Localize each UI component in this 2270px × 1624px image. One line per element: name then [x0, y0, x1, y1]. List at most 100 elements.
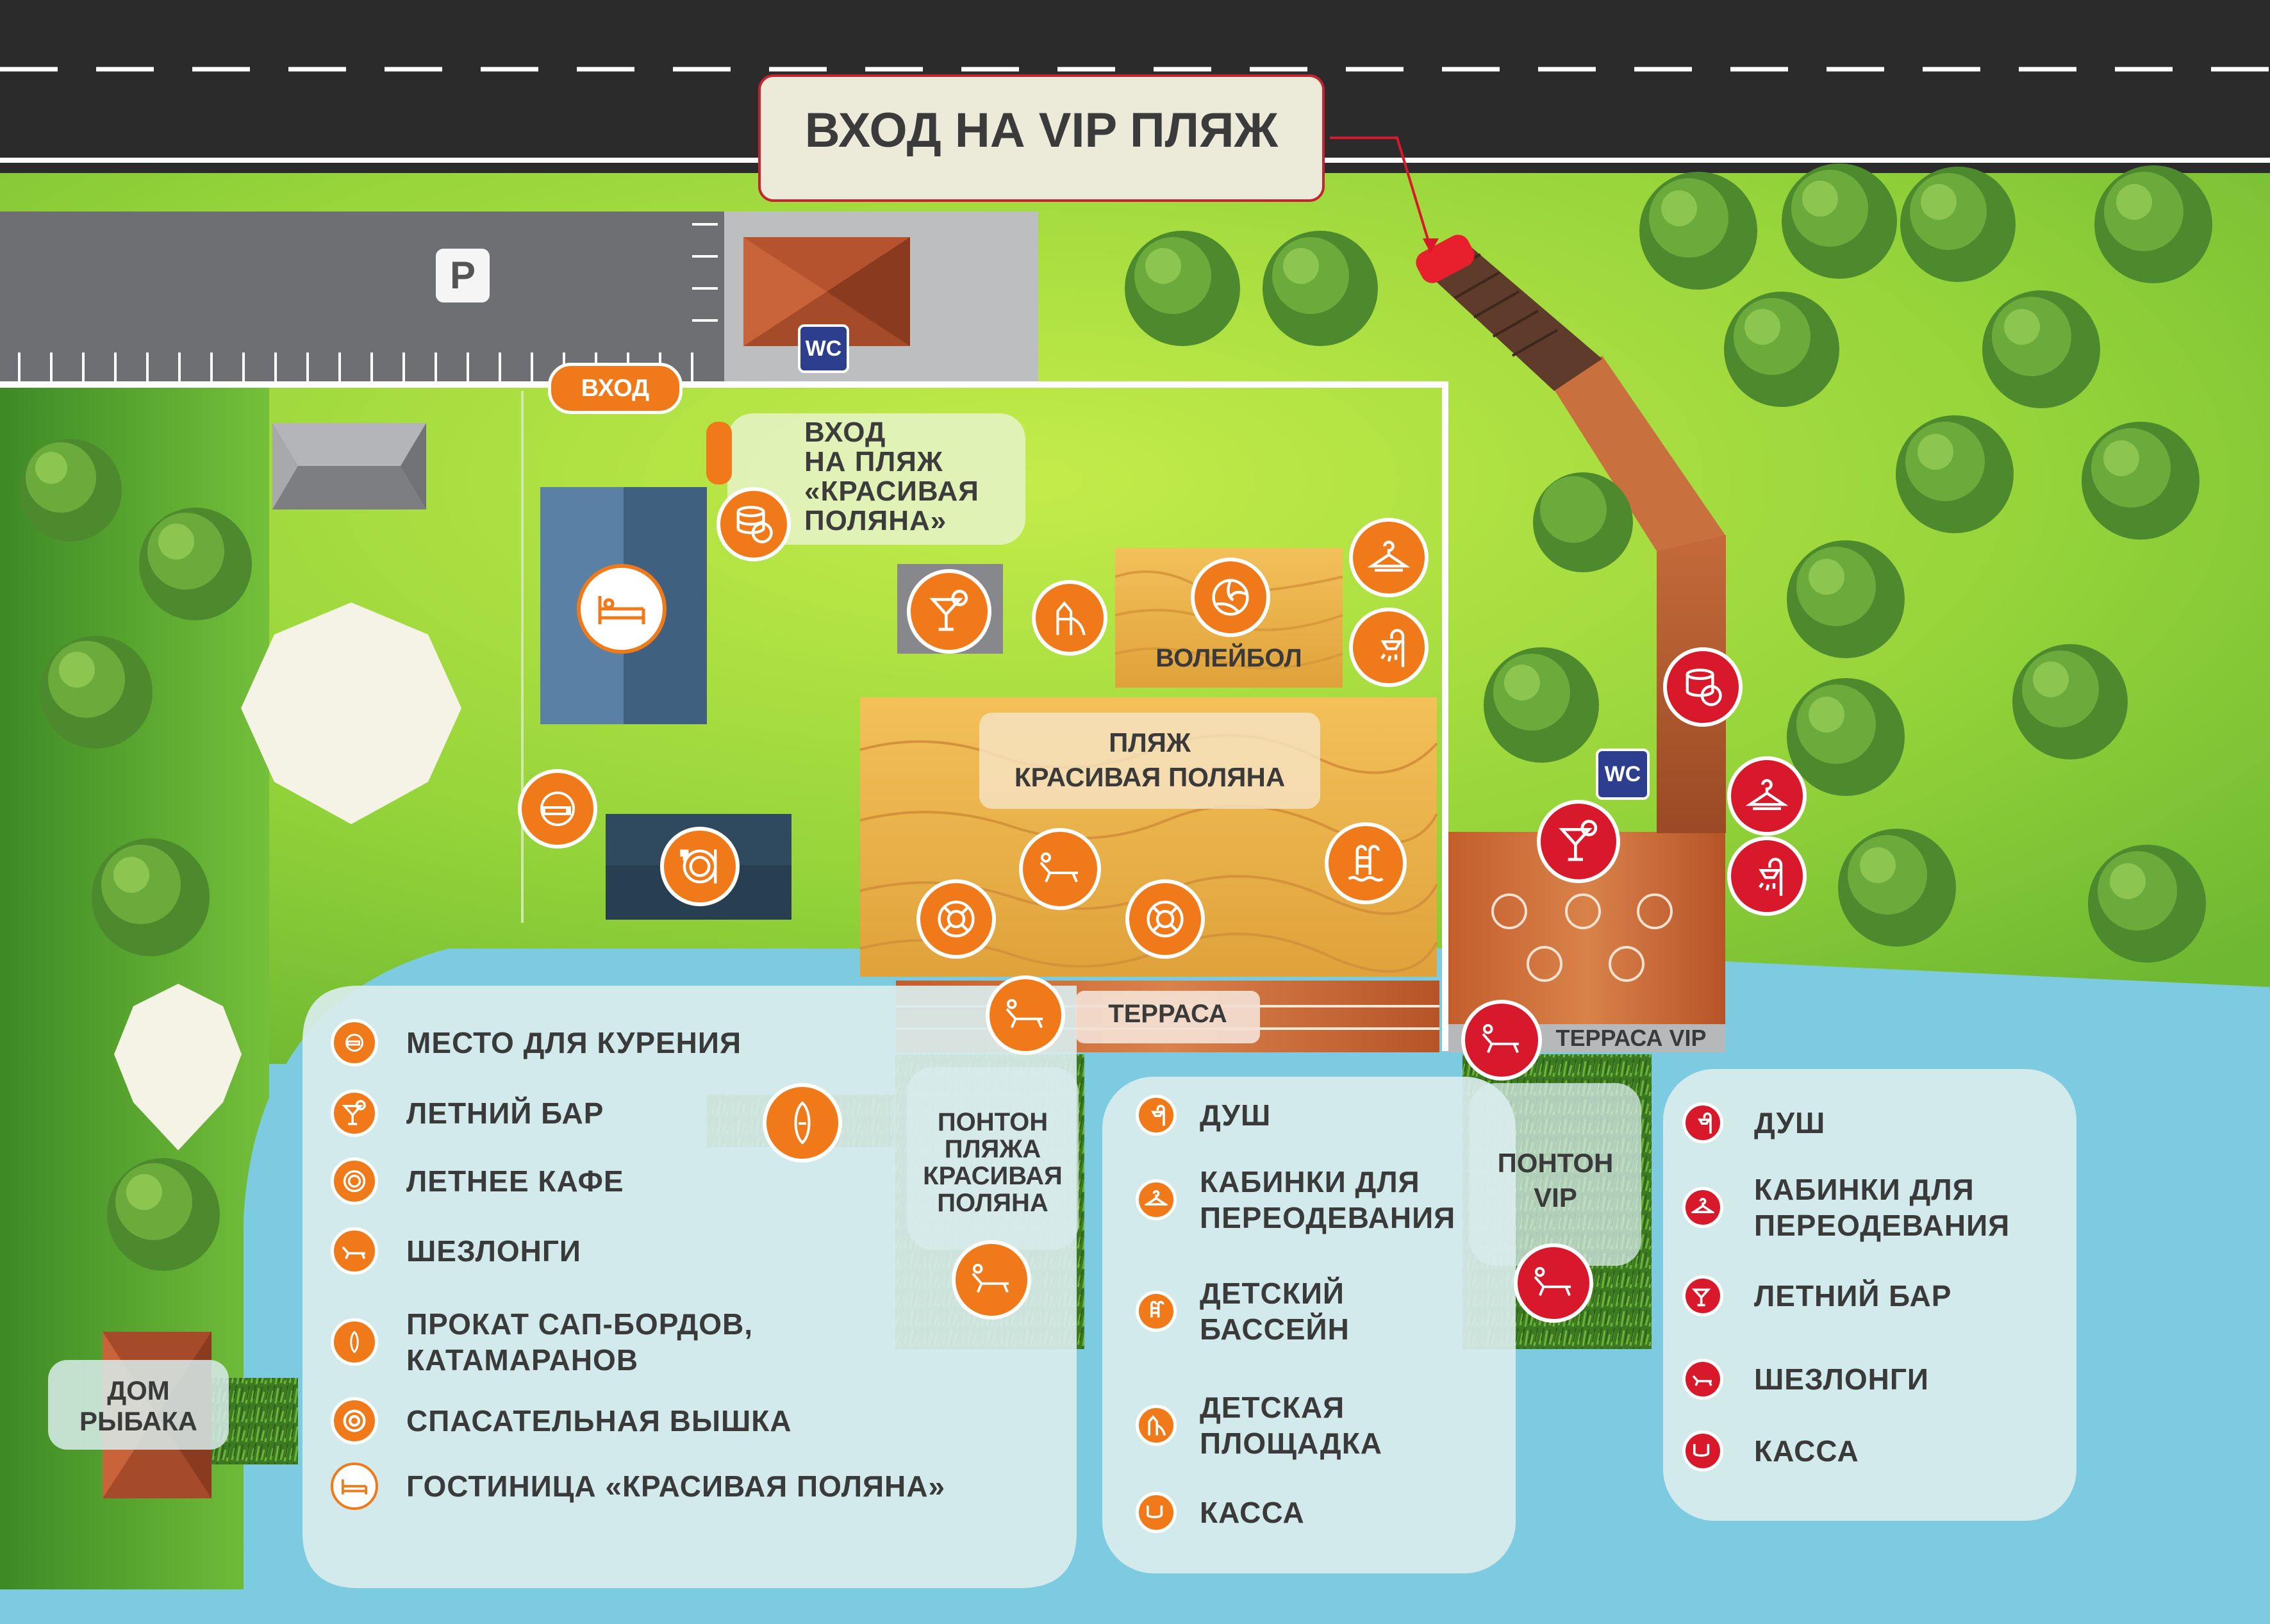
smoking-marker[interactable]: [518, 769, 597, 849]
legend-vip-bar: ЛЕТНИЙ БАР: [1682, 1275, 1951, 1316]
legend-beach-shower: ДУШ: [1136, 1095, 1271, 1136]
lifebuoy-marker-1[interactable]: [916, 879, 996, 959]
vip-coins-marker[interactable]: [1663, 647, 1743, 727]
trees: [19, 163, 2212, 1271]
parking-label: P: [449, 254, 476, 297]
bar-marker[interactable]: [907, 569, 991, 654]
hanger-icon: [1746, 779, 1788, 810]
vip-shower-marker[interactable]: [1727, 836, 1807, 916]
sunbed-icon: [1682, 1359, 1723, 1400]
shower-icon: [1136, 1095, 1177, 1136]
cocktail-icon: [331, 1090, 378, 1137]
vip-sunbed-marker-terrace[interactable]: [1461, 1000, 1542, 1081]
legend-item-bar: ЛЕТНИЙ БАР: [331, 1090, 604, 1137]
legend-vip-shower: ДУШ: [1682, 1102, 1825, 1143]
sunbed-icon: [1482, 1023, 1520, 1054]
legend-label: ЛЕТНЕЕ КАФЕ: [406, 1164, 624, 1198]
sunbed-marker-beach[interactable]: [1019, 828, 1101, 910]
terrace-vip-label: ТЕРРАСА VIP: [1555, 1025, 1707, 1051]
main-entrance-label[interactable]: ВХОД: [548, 363, 683, 414]
smoking-icon: [540, 791, 575, 826]
legend-label: ШЕЗЛОНГИ: [406, 1234, 581, 1268]
volleyball-marker[interactable]: [1191, 558, 1270, 637]
legend-label: ПРОКАТ САП-БОРДОВ,КАТАМАРАНОВ: [406, 1307, 754, 1377]
cocktail-icon: [929, 590, 968, 631]
playground-icon: [1056, 601, 1086, 636]
sunbed-marker-pontoon[interactable]: [952, 1240, 1031, 1320]
coins-icon: [1136, 1492, 1177, 1533]
legend-beach-cashier: КАССА: [1136, 1492, 1305, 1533]
legend-label: СПАСАТЕЛЬНАЯ ВЫШКА: [406, 1404, 792, 1438]
lifebuoy-marker-2[interactable]: [1125, 879, 1205, 959]
sup-board-icon: [794, 1101, 811, 1145]
shower-icon: [1682, 1102, 1723, 1143]
sunbed-icon: [972, 1263, 1009, 1293]
shower-icon: [1380, 629, 1405, 667]
hanger-icon: [1136, 1179, 1177, 1220]
coins-icon: [1686, 668, 1722, 706]
wc-sign-vip: WC: [1596, 749, 1650, 800]
legend-item-sup-rental: ПРОКАТ САП-БОРДОВ,КАТАМАРАНОВ: [331, 1306, 753, 1378]
changing-cabin-marker[interactable]: [1349, 518, 1429, 597]
coins-icon: [736, 506, 773, 543]
smoking-icon: [331, 1019, 378, 1066]
legend-label: ШЕЗЛОНГИ: [1754, 1363, 1929, 1396]
terrace-label: ТЕРРАСА: [1108, 1000, 1227, 1028]
legend-label: ЛЕТНИЙ БАР: [406, 1097, 604, 1130]
vip-bar-marker[interactable]: [1537, 800, 1620, 883]
coins-marker[interactable]: [717, 487, 791, 561]
shower-icon: [1759, 858, 1783, 896]
wc-sign-parking: WC: [798, 324, 849, 373]
sup-board-marker[interactable]: [763, 1083, 842, 1163]
sunbed-icon: [331, 1227, 378, 1275]
hanger-icon: [1368, 540, 1410, 572]
volleyball-label: ВОЛЕЙБОЛ: [1156, 644, 1302, 672]
pool-icon: [1136, 1291, 1177, 1332]
legend-vip-sunbeds: ШЕЗЛОНГИ: [1682, 1359, 1929, 1400]
pool-marker[interactable]: [1325, 822, 1407, 904]
bed-icon: [598, 596, 645, 624]
cocktail-icon: [1682, 1275, 1723, 1316]
plate-icon: [331, 1157, 378, 1205]
legend-item-sunbeds: ШЕЗЛОНГИ: [331, 1227, 581, 1275]
hotel-marker[interactable]: [577, 564, 667, 654]
legend-label: ГОСТИНИЦА «КРАСИВАЯ ПОЛЯНА»: [406, 1470, 946, 1503]
cafe-marker[interactable]: [660, 827, 740, 906]
legend-label: ДУШ: [1200, 1098, 1272, 1132]
shower-marker[interactable]: [1349, 608, 1429, 687]
parking-sign: P: [436, 249, 490, 302]
sunbed-icon: [1040, 852, 1078, 882]
legend-label: МЕСТО ДЛЯ КУРЕНИЯ: [406, 1026, 742, 1059]
sunbed-marker-terrace[interactable]: [986, 975, 1065, 1055]
playground-marker[interactable]: [1032, 580, 1107, 656]
legend-label: КАССА: [1200, 1496, 1305, 1529]
legend-label: ЛЕТНИЙ БАР: [1754, 1279, 1952, 1313]
legend-item-cafe: ЛЕТНЕЕ КАФЕ: [331, 1157, 624, 1205]
vip-entrance-sign: ВХОД НА VIP ПЛЯЖ: [804, 103, 1279, 158]
coins-icon: [1682, 1430, 1723, 1471]
cocktail-icon: [1559, 820, 1598, 861]
legend-item-smoking: МЕСТО ДЛЯ КУРЕНИЯ: [331, 1019, 741, 1066]
plate-icon: [680, 849, 717, 884]
lifebuoy-icon: [1147, 900, 1184, 938]
vip-sunbed-marker-pontoon[interactable]: [1514, 1243, 1593, 1323]
volleyball-icon: [1212, 579, 1249, 616]
hanger-icon: [1682, 1187, 1723, 1228]
lifebuoy-icon: [938, 900, 975, 938]
legend-label: КАССА: [1754, 1434, 1859, 1468]
lifebuoy-icon: [331, 1397, 378, 1445]
legend-item-hotel: ГОСТИНИЦА «КРАСИВАЯ ПОЛЯНА»: [331, 1462, 945, 1510]
vip-cabin-marker[interactable]: [1727, 756, 1807, 836]
